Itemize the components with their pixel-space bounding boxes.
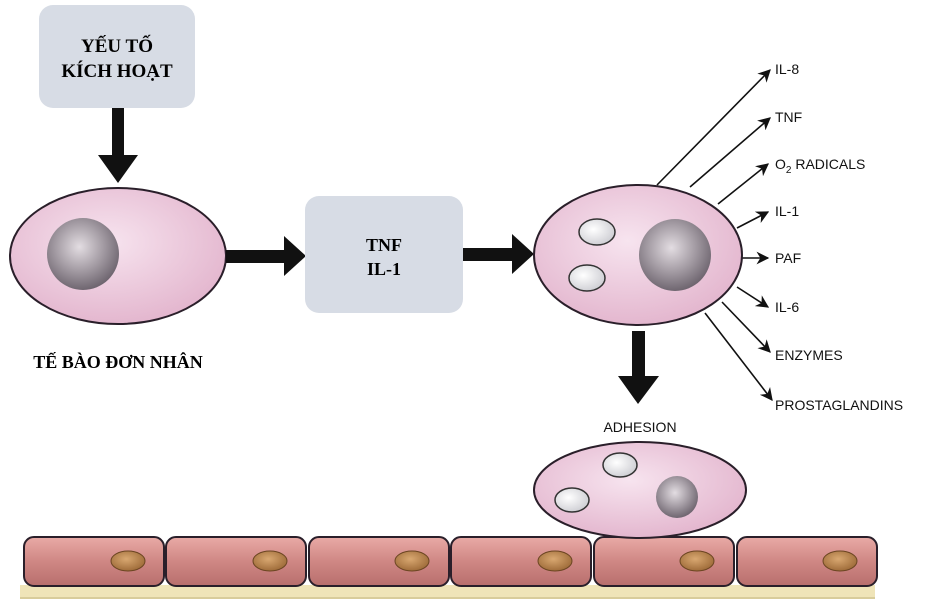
granule [578,218,616,246]
granule [568,264,606,292]
activated-cell [533,184,743,326]
arrow-enzymes [721,301,771,353]
cell-nucleus [47,218,119,290]
adherent-cell-nucleus [656,476,698,518]
mediator-il6: IL-6 [775,299,799,315]
arrow-il1 [736,211,770,229]
arrow-cell-to-cytokines [226,236,306,276]
trigger-label-line1: YẾU TỐ [81,35,153,57]
mediator-tnf: TNF [775,109,802,125]
endothelial-cell [593,536,735,587]
adhesion-label: ADHESION [603,419,676,435]
endothelial-cell [308,536,450,587]
trigger-label-line2: KÍCH HOẠT [61,60,173,82]
mononuclear-cell [9,187,227,325]
activated-cell-nucleus [639,219,711,291]
trigger-box: YẾU TỐ KÍCH HOẠT [39,5,195,108]
arrow-trigger-to-cell [98,108,138,183]
mediator-o2-radicals: O2 RADICALS [775,156,865,176]
granule [554,487,590,513]
arrow-o2-radicals [717,163,769,205]
mediator-enzymes: ENZYMES [775,347,843,363]
granule [602,452,638,478]
endothelial-cell [450,536,592,587]
arrow-to-adhesion [618,331,659,404]
mediator-labels: IL-8 TNF O2 RADICALS IL-1 PAF IL-6 ENZYM… [775,61,903,413]
endothelial-cell [736,536,878,587]
cell-label: TẾ BÀO ĐƠN NHÂN [33,351,203,372]
arrow-tnf [689,117,771,188]
mediator-prostaglandins: PROSTAGLANDINS [775,397,903,413]
endothelium [20,536,878,599]
mediator-arrows [656,69,773,402]
adherent-cell [533,441,747,539]
arrow-il8 [656,69,771,186]
mediator-il8: IL-8 [775,61,799,77]
cytokine-label-line2: IL-1 [367,259,401,279]
basement-membrane [20,585,875,598]
endothelial-cell [165,536,307,587]
arrow-prostaglandins [704,312,773,402]
cell-label-box: TẾ BÀO ĐƠN NHÂN [10,338,230,386]
mediator-il1: IL-1 [775,203,799,219]
arrow-cytokines-to-activated-cell [463,234,534,274]
cytokine-box: TNF IL-1 [305,196,463,313]
mediator-paf: PAF [775,250,801,266]
cytokine-label-line1: TNF [366,235,402,255]
endothelial-cell [23,536,165,587]
arrow-il6 [736,286,770,308]
